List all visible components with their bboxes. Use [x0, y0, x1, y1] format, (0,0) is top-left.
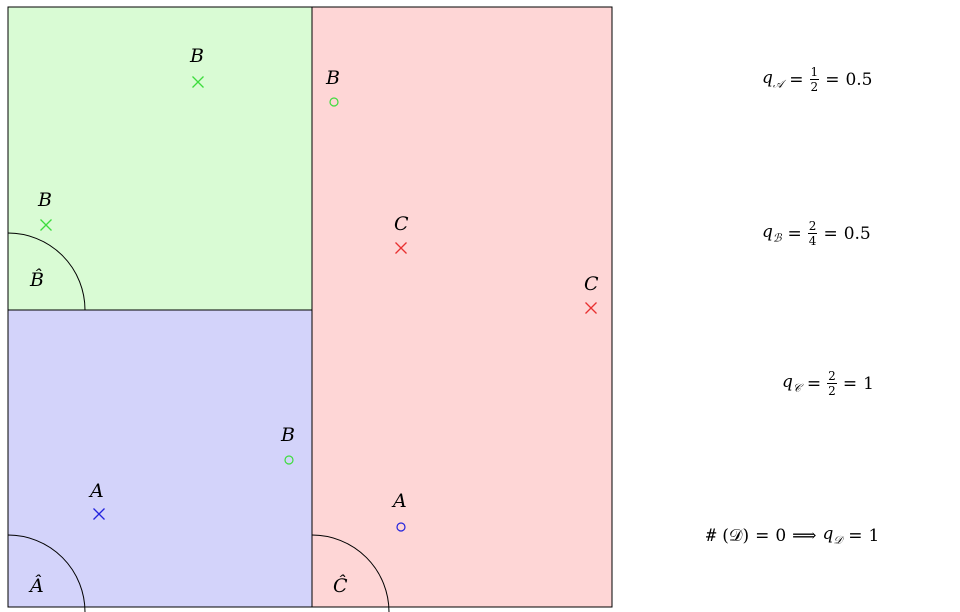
point-label: C [394, 213, 409, 235]
label-a-hat: Â [28, 574, 44, 597]
point-label: C [584, 273, 599, 295]
region-c [311, 6, 613, 608]
label-c-hat: Ĉ [333, 574, 348, 597]
point-label: A [391, 490, 407, 512]
label-b-hat: B̂ [29, 269, 44, 291]
cross-marker [40, 219, 52, 231]
circle-marker [284, 455, 294, 465]
point-label: B [189, 45, 204, 67]
equation-q-d: # (𝒟) = 0 ⟹ q𝒟 = 1 [706, 524, 880, 547]
circle-marker [329, 97, 339, 107]
arc-b-hat [7, 232, 86, 311]
partition-diagram: B̂ Â Ĉ B B B C C B A A [7, 6, 613, 612]
arc-a-hat [7, 534, 86, 612]
cross-marker [395, 242, 407, 254]
point-label: A [88, 480, 104, 502]
cross-marker [192, 76, 204, 88]
circle-marker [396, 522, 406, 532]
point-label: B [37, 189, 52, 211]
arc-c-hat [311, 534, 390, 612]
point-label: B [280, 424, 295, 446]
point-label: B [325, 67, 340, 89]
region-b [7, 6, 313, 311]
cross-marker [93, 508, 105, 520]
region-a [7, 309, 313, 608]
cross-marker [585, 302, 597, 314]
